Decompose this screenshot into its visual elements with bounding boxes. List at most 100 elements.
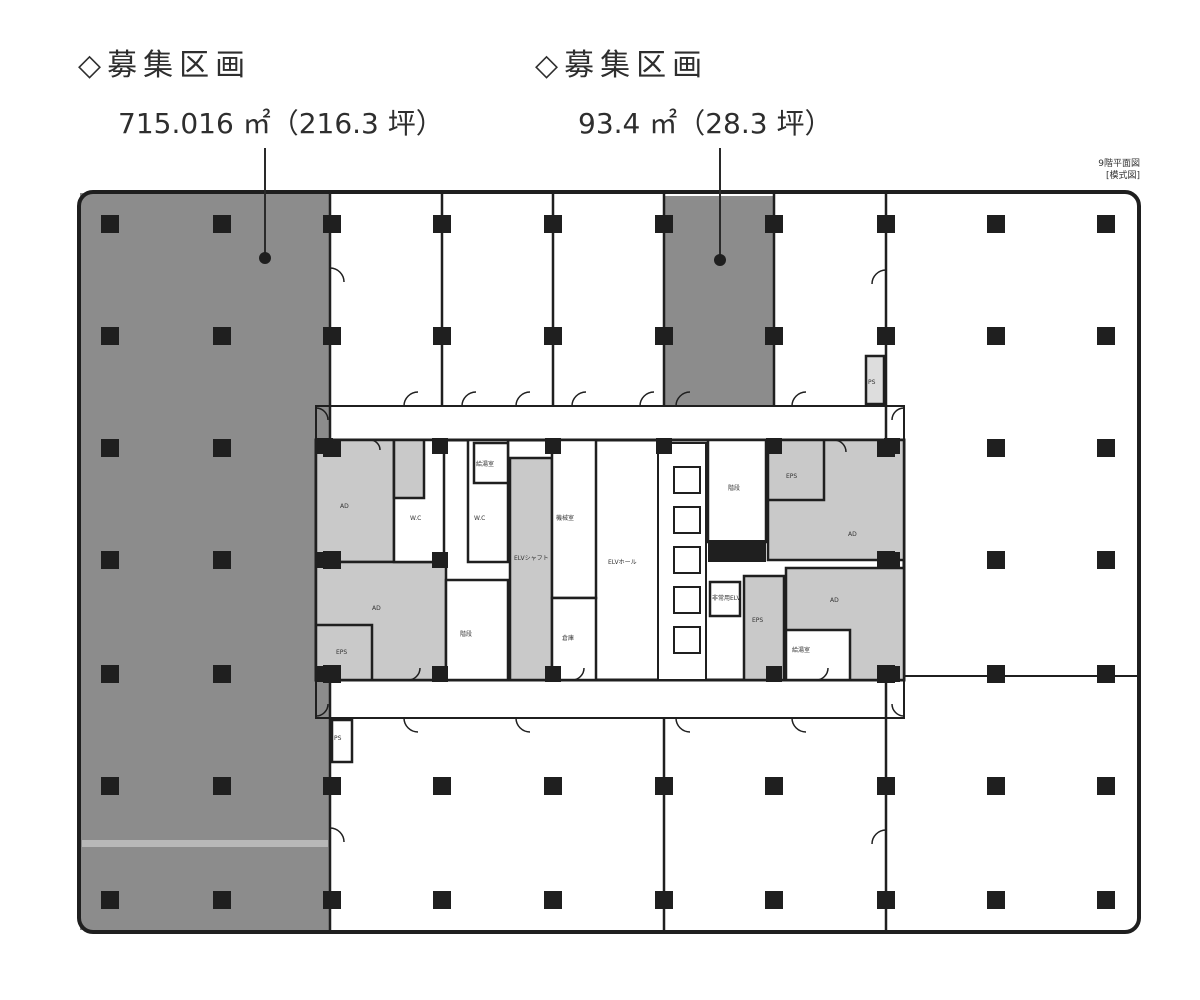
plan-subtitle: [模式図] <box>1105 171 1140 181</box>
leader-lines <box>259 148 726 266</box>
column <box>101 551 119 569</box>
column <box>433 891 451 909</box>
core-column <box>317 438 333 454</box>
partition-walls-bottom <box>328 718 888 930</box>
label-eps-2: EPS <box>786 473 797 480</box>
label-eps-1: EPS <box>336 649 347 656</box>
core-column <box>884 666 900 682</box>
column <box>655 777 673 795</box>
core-column <box>884 438 900 454</box>
column <box>101 327 119 345</box>
wc-service <box>392 438 426 500</box>
ad-room-1 <box>314 438 396 564</box>
label-ad-4: AD <box>830 597 839 604</box>
column <box>877 777 895 795</box>
door-swings <box>315 267 905 845</box>
column <box>213 327 231 345</box>
core-column <box>545 666 561 682</box>
service-elv <box>708 580 742 618</box>
elevator-bank <box>657 442 707 681</box>
plan-title: 9階平面図 <box>1098 159 1140 169</box>
label-ps-2: PS <box>334 735 342 742</box>
column <box>213 665 231 683</box>
core-column <box>656 438 672 454</box>
column <box>323 891 341 909</box>
partition-walls-top <box>328 193 888 406</box>
core-column <box>766 666 782 682</box>
core-wall-block <box>708 540 766 562</box>
column <box>323 777 341 795</box>
column <box>213 777 231 795</box>
column <box>1097 327 1115 345</box>
column <box>213 439 231 457</box>
core-column <box>432 438 448 454</box>
machine-room <box>550 438 598 600</box>
label-eps-3: EPS <box>752 617 763 624</box>
core-rooms <box>314 354 906 764</box>
column <box>213 215 231 233</box>
label-elv-shaft: ELVシャフト <box>514 555 549 562</box>
callout-left-area: 715.016 ㎡（216.3 坪） <box>118 107 444 140</box>
column <box>101 665 119 683</box>
stair-1 <box>444 578 510 682</box>
label-wc-men: W.C <box>410 515 421 522</box>
label-storage-1: 給湯室 <box>476 460 494 468</box>
column <box>323 215 341 233</box>
column <box>323 327 341 345</box>
elv-shaft <box>508 456 554 682</box>
column <box>987 777 1005 795</box>
label-storage-2: 給湯室 <box>792 646 810 654</box>
column <box>765 891 783 909</box>
column <box>433 215 451 233</box>
column <box>544 777 562 795</box>
column <box>544 891 562 909</box>
column <box>987 215 1005 233</box>
column <box>765 777 783 795</box>
column <box>1097 777 1115 795</box>
label-stair-2: 階段 <box>728 484 740 492</box>
column <box>987 327 1005 345</box>
column <box>101 777 119 795</box>
column <box>765 215 783 233</box>
column <box>433 327 451 345</box>
leasable-area-west[interactable] <box>80 193 330 930</box>
callout-left-heading: ◇募集区画 <box>78 48 252 83</box>
eps-room-2 <box>766 438 826 502</box>
callout-right-heading: ◇募集区画 <box>535 48 709 83</box>
column <box>544 215 562 233</box>
column <box>987 891 1005 909</box>
column <box>655 215 673 233</box>
column <box>987 665 1005 683</box>
core-column <box>766 438 782 454</box>
stair-2 <box>706 438 768 544</box>
label-elv-hall: ELVホール <box>608 559 637 566</box>
column <box>1097 891 1115 909</box>
room-labels: AD AD AD AD EPS EPS EPS W.C W.C ELVシャフト … <box>334 379 876 742</box>
column <box>877 215 895 233</box>
label-ad-3: AD <box>848 531 857 538</box>
core-column <box>317 552 333 568</box>
label-storeroom: 倉庫 <box>562 634 574 642</box>
label-ps-1: PS <box>868 379 876 386</box>
column <box>987 439 1005 457</box>
column <box>101 891 119 909</box>
core-column <box>317 666 333 682</box>
column <box>1097 665 1115 683</box>
reflection-line <box>82 840 328 847</box>
column <box>101 439 119 457</box>
core-column <box>545 438 561 454</box>
column <box>877 891 895 909</box>
callout-right-area: 93.4 ㎡（28.3 坪） <box>578 107 833 140</box>
label-ad-2: AD <box>372 605 381 612</box>
column <box>433 777 451 795</box>
ps-room-2 <box>330 718 354 764</box>
label-stair-1: 階段 <box>460 630 472 638</box>
column <box>1097 215 1115 233</box>
plan-title-block: 9階平面図 [模式図] <box>1098 158 1140 182</box>
column <box>1097 439 1115 457</box>
column <box>655 327 673 345</box>
core-column <box>432 666 448 682</box>
structural-columns <box>101 215 1115 909</box>
column <box>544 327 562 345</box>
label-service-elv: 非常用ELV <box>712 594 741 602</box>
